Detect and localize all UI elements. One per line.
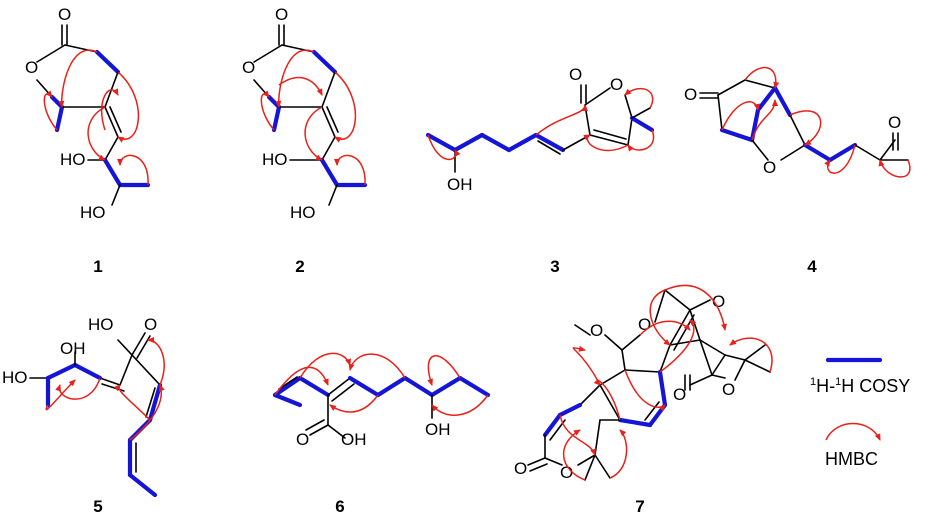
compound-3-structure: OH O O 3 — [425, 65, 655, 276]
compound-6-acid-oxygen: O — [296, 430, 309, 449]
compound-6-structure: O OH OH 6 — [272, 352, 491, 516]
compound-1-hydroxyl-1: HO — [60, 150, 86, 169]
compound-3-ring-oxygen: O — [610, 75, 623, 94]
compound-2-structure: O O HO HO 2 — [242, 5, 368, 276]
compound-6-acid-hydroxyl: OH — [341, 430, 367, 449]
compound-6-hydroxyl: OH — [425, 420, 451, 439]
compound-1-structure: O O HO HO 1 — [25, 5, 151, 276]
compound-7-structure: O O O O O — [514, 284, 773, 516]
compound-4-acetyl-oxygen: O — [888, 113, 901, 132]
compound-7-lower-carbonyl-oxygen: O — [673, 385, 686, 404]
compound-2-hydroxyl-2: HO — [290, 203, 316, 222]
compound-7-ketone-oxygen: O — [712, 292, 725, 311]
compound-2-ring-oxygen: O — [242, 58, 255, 77]
compound-7-lactone-carbonyl-oxygen: O — [514, 459, 527, 478]
legend-cosy-label: 1H-1H COSY — [810, 376, 910, 396]
compound-4-structure: O O O 4 — [684, 66, 911, 276]
compound-3-carbonyl-oxygen: O — [569, 65, 582, 84]
compound-1-carbonyl-oxygen: O — [58, 5, 71, 24]
compound-4-label: 4 — [807, 257, 817, 276]
compound-5-hydroxyl-2: HO — [2, 368, 28, 387]
compound-5-acid-hydroxyl: HO — [88, 315, 114, 334]
compound-4-ether-oxygen: O — [763, 158, 776, 177]
compound-2-carbonyl-oxygen: O — [275, 5, 288, 24]
compound-5-acid-oxygen: O — [144, 315, 157, 334]
compound-7-acetal-oxygen: O — [638, 315, 651, 334]
legend-hmbc-swatch — [825, 422, 881, 441]
legend: 1H-1H COSY HMBC — [810, 357, 910, 469]
compound-7-lower-ring-oxygen: O — [722, 380, 735, 399]
compound-3-label: 3 — [550, 257, 559, 276]
compound-7-label: 7 — [635, 497, 644, 516]
compound-1-label: 1 — [93, 257, 102, 276]
compound-4-ketone-oxygen: O — [684, 85, 697, 104]
compound-1-ring-oxygen: O — [25, 58, 38, 77]
compound-7-lactone-ring-oxygen: O — [560, 463, 573, 482]
compound-3-hydroxyl: OH — [447, 175, 473, 194]
compound-5-structure: HO O OH HO 5 — [2, 315, 165, 516]
compound-2-hydroxyl-1: HO — [262, 150, 288, 169]
compound-7-methoxy-oxygen: O — [590, 321, 603, 340]
compound-1-hydroxyl-2: HO — [80, 203, 106, 222]
legend-hmbc-label: HMBC — [825, 449, 878, 469]
compound-5-hydroxyl-1: OH — [60, 339, 86, 358]
compound-2-label: 2 — [295, 257, 304, 276]
compound-6-label: 6 — [335, 497, 344, 516]
compound-5-label: 5 — [93, 497, 102, 516]
